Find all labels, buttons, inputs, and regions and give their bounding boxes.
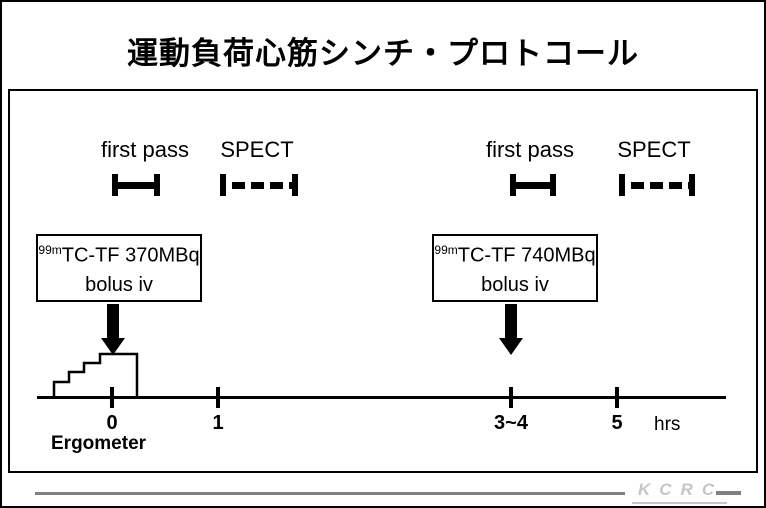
injection-box-2: 99mTC-TF 740MBq bolus iv (432, 234, 598, 302)
tick-5 (615, 387, 619, 408)
interval-end-cap (689, 174, 695, 196)
ergometer-staircase-shape (52, 352, 139, 399)
tick-label-5: 5 (611, 412, 623, 434)
first-pass-label-2: first pass (485, 137, 575, 162)
agent-text: TC-TF 370MBq (61, 244, 200, 267)
tick-3-4 (509, 387, 513, 408)
interval-end-cap (292, 174, 298, 196)
time-unit-label: hrs (654, 414, 681, 435)
interval-end-cap (154, 174, 160, 196)
injection-agent-1: 99mTC-TF 370MBq (38, 243, 200, 268)
interval-end-cap (220, 174, 226, 196)
injection-route-2: bolus iv (481, 273, 549, 296)
isotope-superscript: 99m (434, 243, 458, 257)
solid-interval-bar (118, 181, 154, 189)
kcrc-logo-dash (716, 491, 741, 495)
solid-interval-bar (516, 181, 550, 189)
isotope-superscript: 99m (38, 243, 62, 257)
injection-box-1: 99mTC-TF 370MBq bolus iv (36, 234, 202, 302)
down-arrow-2-shaft (505, 304, 517, 338)
down-arrow-1-shaft (107, 304, 119, 338)
kcrc-logo: KCRC (632, 480, 728, 504)
down-arrow-1-head (101, 338, 125, 355)
injection-agent-2: 99mTC-TF 740MBq (434, 243, 596, 268)
injection-route-1: bolus iv (85, 273, 153, 296)
spect-label-2: SPECT (617, 137, 691, 162)
spect-label-1: SPECT (220, 137, 294, 162)
tick-0 (110, 387, 114, 408)
interval-end-cap (619, 174, 625, 196)
tick-label-3-4: 3~4 (494, 412, 528, 434)
first-pass-interval-marker-1 (112, 174, 160, 196)
interval-end-cap (112, 174, 118, 196)
protocol-diagram-panel: first pass SPECT first pass SPECT 99mTC (8, 89, 758, 473)
tick-label-0: 0 (106, 412, 118, 434)
agent-text: TC-TF 740MBq (457, 244, 596, 267)
first-pass-interval-marker-2 (510, 174, 556, 196)
timeline-axis (37, 396, 726, 399)
first-pass-label-1: first pass (100, 137, 190, 162)
tick-label-1: 1 (212, 412, 224, 434)
ergometer-label: Ergometer (51, 433, 147, 454)
interval-end-cap (550, 174, 556, 196)
dashed-interval-bar (226, 181, 292, 189)
tick-1 (216, 387, 220, 408)
page-title: 運動負荷心筋シンチ・プロトコール (127, 36, 639, 71)
dashed-interval-bar (625, 181, 689, 189)
spect-interval-marker-1 (220, 174, 298, 196)
footer-divider-line (35, 492, 625, 495)
down-arrow-2-head (499, 338, 523, 355)
spect-interval-marker-2 (619, 174, 695, 196)
interval-end-cap (510, 174, 516, 196)
